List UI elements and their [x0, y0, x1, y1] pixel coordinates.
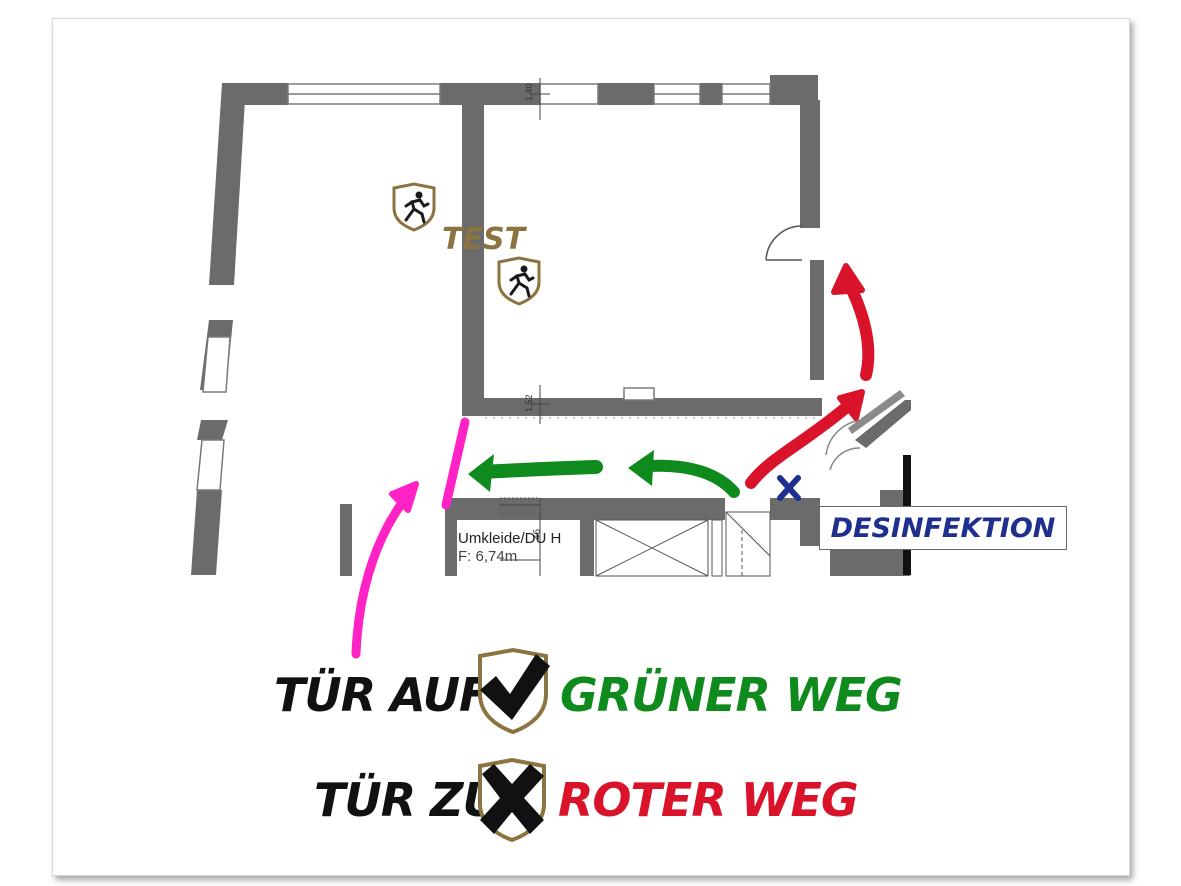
- legend-open-door-text: TÜR AUF: [274, 668, 490, 722]
- dimension-label-small: 46: [532, 528, 543, 540]
- green-route: [468, 450, 740, 498]
- door-swing: [765, 225, 867, 471]
- legend-closed-door-text: TÜR ZU: [314, 773, 500, 827]
- green-arrowhead-middle: [628, 450, 654, 486]
- windows: [196, 83, 771, 491]
- check-shield-icon: [478, 648, 550, 734]
- red-arrowhead-upper: [831, 263, 865, 295]
- walls: [191, 75, 911, 576]
- lower-details: [499, 497, 771, 577]
- dimension-label-top: 1,40: [524, 83, 534, 101]
- dimension-lines: [485, 78, 820, 576]
- room-area: F: 6,74m: [458, 548, 518, 565]
- desinfektion-label-box: DESINFEKTION: [819, 506, 1067, 550]
- runner-shield-icon: [392, 182, 436, 232]
- magenta-arrowhead: [389, 481, 419, 513]
- runner-shield-icon: [497, 256, 541, 306]
- red-arrowhead-lower: [837, 389, 865, 421]
- legend-red-route-text: ROTER WEG: [558, 773, 859, 827]
- green-arrowhead-left: [468, 454, 494, 492]
- legend-green-route-text: GRÜNER WEG: [560, 668, 903, 722]
- room-label: Umkleide/DU H: [458, 530, 562, 547]
- desinfektion-label: DESINFEKTION: [830, 512, 1056, 544]
- test-label: TEST: [442, 222, 526, 257]
- magenta-route: [351, 417, 470, 659]
- x-shield-icon: [478, 758, 546, 842]
- red-route: [745, 263, 875, 489]
- disinfection-x-marker: [777, 475, 801, 501]
- magenta-door-marker: [441, 417, 470, 510]
- dimension-label-bottom: 1,52: [524, 394, 534, 412]
